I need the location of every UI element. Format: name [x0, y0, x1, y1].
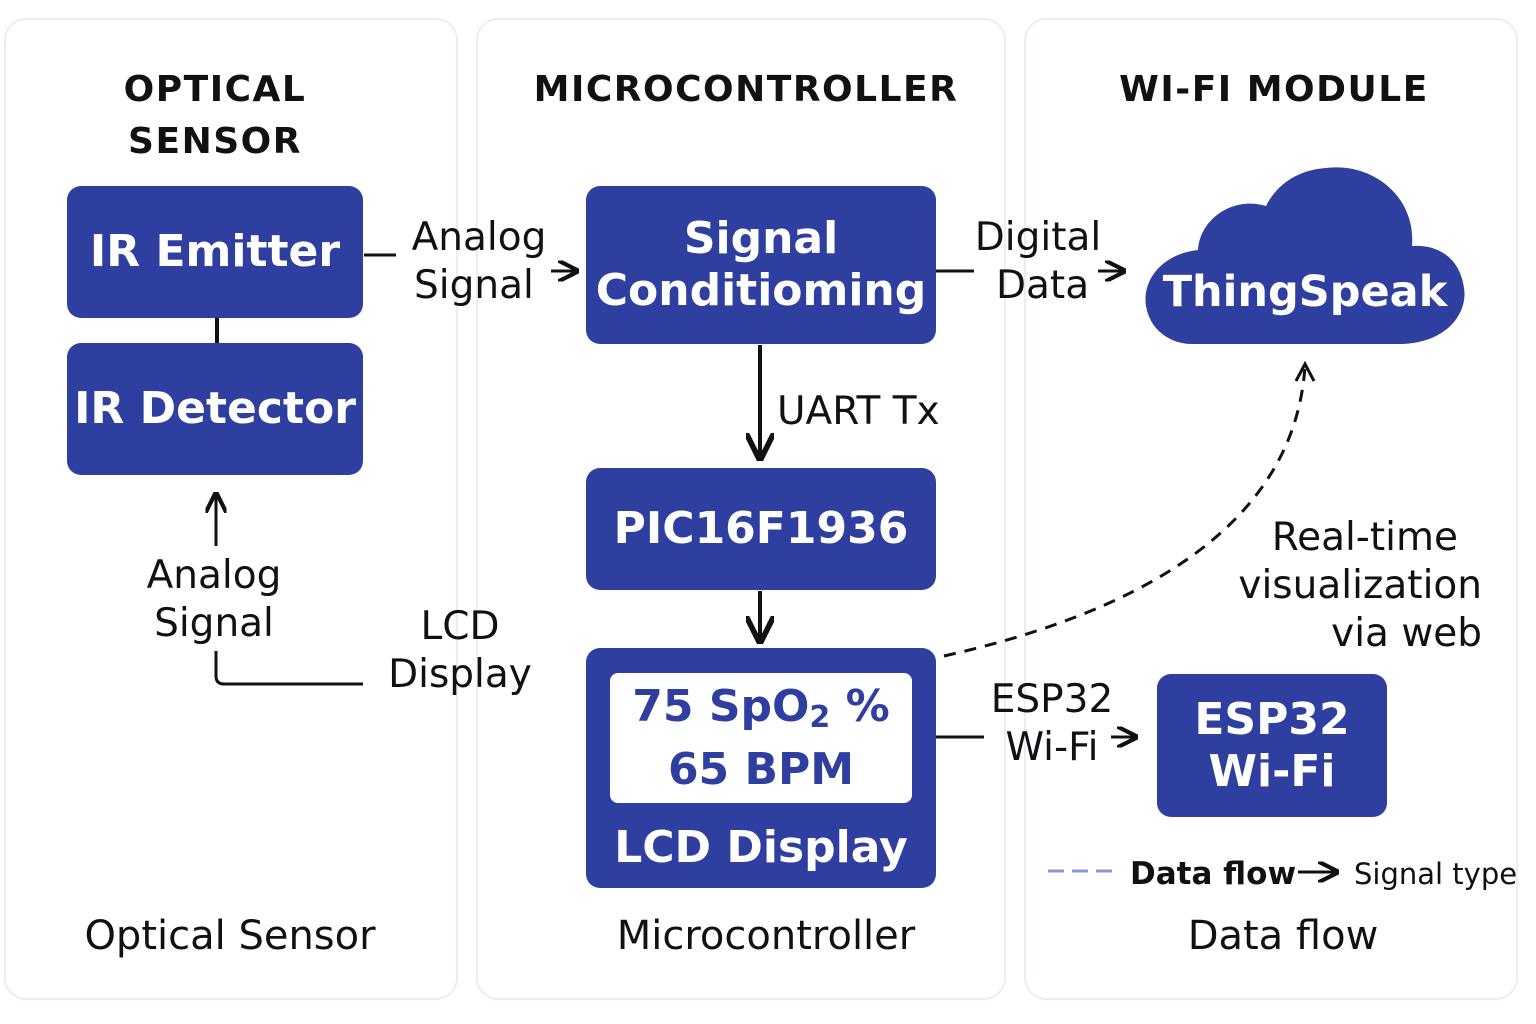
cloud-shape: [1145, 167, 1465, 344]
esp32-block: ESP32 Wi-Fi: [1157, 674, 1387, 817]
data-flow-footer: Data flow: [1187, 913, 1379, 959]
lcd-display-label-left: LCD Display: [388, 604, 532, 697]
legend-data-flow-label: Data flow: [1130, 856, 1297, 892]
microcontroller-footer: Microcontroller: [616, 913, 916, 959]
signal-conditioning-block: Signal Conditioming: [586, 186, 936, 344]
lcd-display-path: [214, 651, 363, 686]
signal-conditioning-label-2: Conditioming: [595, 265, 927, 316]
mcu-label: PIC16F1936: [613, 503, 909, 554]
analog-signal-label-top: Analog Signal: [411, 215, 547, 308]
optical-sensor-panel: [4, 18, 458, 1000]
ir-detector-label: IR Detector: [74, 383, 356, 434]
wifi-module-panel: [1024, 18, 1518, 1000]
analog-signal-label-left: Analog Signal: [146, 553, 282, 646]
wifi-module-heading: WI-FI MODULE: [1119, 69, 1429, 110]
lcd-display-label: LCD Display: [614, 822, 908, 873]
realtime-dashed-curve: [943, 365, 1307, 658]
realtime-visualization-label: Real-time visualization via web: [1238, 515, 1482, 656]
uart-tx-label: UART Tx: [777, 389, 940, 434]
lcd-screen: 75 SpO2 % 65 BPM: [610, 673, 912, 803]
ir-detector-block: IR Detector: [67, 343, 363, 475]
thingspeak-label: ThingSpeak: [1162, 267, 1448, 317]
optical-sensor-heading: OPTICAL SENSOR: [123, 69, 307, 162]
esp32-label-1: ESP32: [1194, 693, 1350, 745]
ir-emitter-label: IR Emitter: [89, 226, 341, 277]
bpm-reading: 65 BPM: [667, 743, 855, 795]
esp32-wifi-label: ESP32 Wi-Fi: [990, 677, 1114, 770]
mcu-block: PIC16F1936: [586, 468, 936, 590]
microcontroller-heading: MICROCONTROLLER: [533, 69, 959, 110]
spo2-reading: 75 SpO2 %: [632, 680, 890, 735]
digital-data-label: Digital Data: [974, 215, 1102, 308]
signal-conditioning-label-1: Signal: [683, 213, 839, 264]
ir-emitter-block: IR Emitter: [67, 186, 363, 318]
legend-signal-type-label: Signal type: [1354, 857, 1518, 891]
esp32-label-2: Wi-Fi: [1208, 745, 1336, 797]
realtime-arrowhead: [1294, 360, 1316, 382]
optical-sensor-footer: Optical Sensor: [84, 913, 376, 959]
